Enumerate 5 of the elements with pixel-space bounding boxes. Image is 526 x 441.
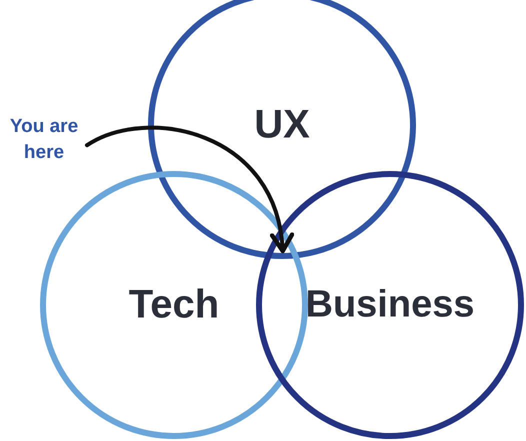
circle-label: Business [306, 284, 474, 326]
circle-label: UX [254, 102, 310, 148]
leader-arrow [85, 126, 293, 254]
circle-label: Tech [128, 282, 220, 328]
annotation-text: You are here [8, 115, 80, 165]
